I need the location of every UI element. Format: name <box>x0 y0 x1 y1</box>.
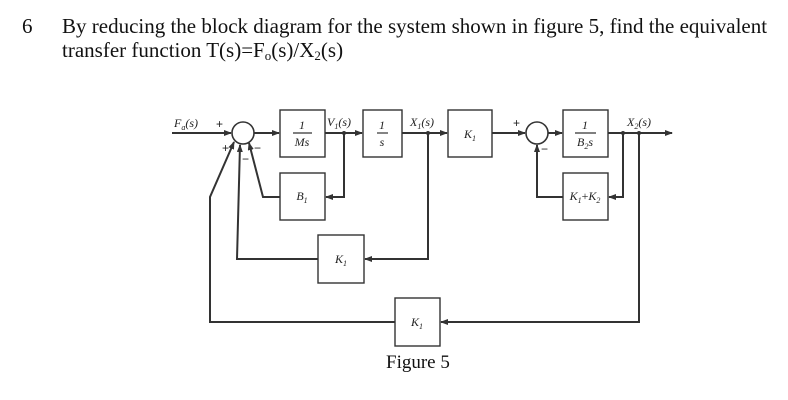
summing-junction-2 <box>525 121 549 145</box>
input-label: Fa(s) <box>173 116 198 132</box>
question-line-1: By reducing the block diagram for the sy… <box>62 14 768 38</box>
k1-middle-label: K1 <box>334 252 347 268</box>
k1bot-to-j1-line <box>209 141 395 323</box>
pickoff-x1 <box>426 131 430 135</box>
x1-label: X1(s) <box>409 115 434 131</box>
k1-forward-label: K1 <box>463 127 476 143</box>
k1-plus-k2-label: K1+K2 <box>569 189 601 205</box>
question-line-2: transfer function T(s)=Fo(s)/X2(s) <box>62 38 782 68</box>
ms-denominator: Ms <box>294 135 310 149</box>
k1k2-to-j2-line <box>534 144 563 198</box>
summing-junction-1 <box>231 121 255 145</box>
b2s-numerator: 1 <box>582 118 588 132</box>
k1mid-to-j1-line <box>235 144 318 260</box>
j1-sign-top: + <box>216 117 223 131</box>
pickoff-v1 <box>342 131 346 135</box>
v1-label: V1(s) <box>327 115 351 131</box>
b1-label: B1 <box>296 189 307 205</box>
b2s-denominator: B2s <box>577 135 593 151</box>
q-line2-prefix: transfer function T(s)=F <box>62 38 265 62</box>
q-line2-sub2: 2 <box>314 48 321 63</box>
j1-sign-left-bottom: + <box>222 141 229 155</box>
question-number: 6 <box>22 14 33 38</box>
j1-sign-right-bottom: − <box>254 141 261 155</box>
v1-to-b1-line <box>325 133 345 200</box>
x2-label: X2(s) <box>626 115 651 131</box>
q-line2-mid: (s)/X <box>271 38 315 62</box>
question-text: By reducing the block diagram for the sy… <box>62 14 782 68</box>
figure-caption: Figure 5 <box>386 352 450 373</box>
b1-to-j1-line <box>247 142 280 198</box>
pickoff-x2-b <box>637 131 641 135</box>
x2-to-k1k2-line <box>608 133 624 200</box>
k1-bottom-label: K1 <box>410 315 423 331</box>
j2-sign-bottom: − <box>541 142 548 156</box>
j2-sign-top: + <box>513 116 520 130</box>
s-denominator: s <box>380 135 385 149</box>
ms-numerator: 1 <box>299 118 305 132</box>
pickoff-x2-a <box>621 131 625 135</box>
x1-to-k1mid-line <box>364 133 429 262</box>
s-numerator: 1 <box>379 118 385 132</box>
q-line2-suffix: (s) <box>320 38 344 62</box>
j1-sign-center-bottom: − <box>242 152 249 166</box>
q-line2-sub1: o <box>264 48 272 63</box>
x2-to-k1bot-line <box>440 133 640 325</box>
